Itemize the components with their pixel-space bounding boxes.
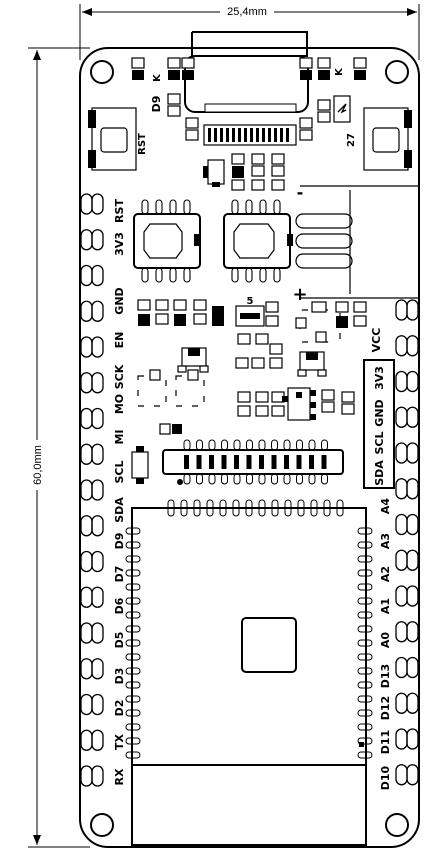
d9-label: D9 (150, 96, 163, 113)
k-label-left: K (152, 73, 163, 82)
chip-right (223, 199, 293, 283)
right-label-d13: D13 (379, 664, 392, 688)
left-header-pin (80, 229, 104, 251)
rst-button-label: RST (137, 133, 148, 155)
left-label-d5: D5 (113, 632, 126, 649)
k-label-right: K (334, 67, 345, 76)
left-header-pin (80, 300, 104, 322)
small-semis (131, 347, 355, 484)
label-5: 5 (247, 296, 254, 307)
right-label-d11: D11 (379, 730, 392, 754)
top-left-led-group: K D9 (131, 57, 195, 117)
left-label-d7: D7 (113, 566, 126, 583)
left-header-pin (80, 658, 104, 680)
left-label-d6: D6 (113, 597, 126, 614)
right-header-pin (395, 513, 419, 536)
right-label-a0: A0 (379, 632, 392, 649)
left-header-pin (80, 586, 104, 608)
right-label-vcc: VCC (370, 328, 383, 353)
right-header-pin (395, 335, 419, 357)
rst-button: RST (88, 107, 148, 171)
right-label-a4: A4 (379, 498, 392, 515)
left-header-pin (80, 693, 104, 716)
left-header-pin (80, 765, 104, 787)
i2c-label-box (363, 359, 395, 489)
left-label-mi: MI (113, 429, 126, 444)
left-label-gnd: GND (113, 287, 126, 314)
right-header-pin (395, 728, 419, 750)
height-label: 60,0mm (32, 445, 44, 485)
left-label-sck: SCK (113, 364, 126, 389)
left-header-pin (80, 264, 104, 287)
left-label-d3: D3 (113, 668, 126, 685)
width-dimension: 25,4mm (79, 4, 420, 60)
left-label-rst: RST (113, 199, 126, 223)
left-label-rx: RX (113, 768, 126, 785)
height-dimension: 60,0mm (28, 47, 90, 848)
left-label-scl: SCL (113, 460, 126, 483)
right-pin-labels: VCC 3V3 GND SCL SDA A4 A3 A2 A1 A0 D13 D… (363, 328, 395, 790)
right-header-pin (395, 406, 419, 428)
right-label-a1: A1 (379, 598, 392, 614)
right-header-pin (395, 370, 419, 393)
right-header-pin (395, 442, 419, 464)
left-label-d9: D9 (113, 533, 126, 550)
right-header (395, 299, 419, 786)
chip-left (133, 199, 201, 283)
right-label-d12: D12 (379, 696, 392, 720)
left-header-pin (80, 729, 104, 751)
right-label-a3: A3 (379, 533, 392, 549)
left-pin-labels: RST 3V3 GND EN SCK MO MI SCL SDA D9 D7 D… (113, 199, 126, 786)
left-label-en: EN (113, 332, 126, 349)
usb-connector (184, 31, 309, 146)
right-label-3v3: 3V3 (373, 366, 386, 390)
right-header-pin (395, 585, 419, 607)
left-header-pin (80, 622, 104, 644)
mid-passives: 5 (137, 296, 367, 369)
left-header-pin (80, 515, 104, 537)
left-header-pin (80, 193, 104, 215)
right-label-sda: SDA (373, 460, 386, 486)
left-header-pin (80, 372, 104, 394)
right-label-scl: SCL (373, 431, 386, 454)
upper-passives (185, 117, 313, 191)
right-header-pin (395, 621, 419, 643)
right-header-pin (395, 299, 419, 321)
right-header-pin (395, 549, 419, 571)
left-label-tx: TX (113, 733, 126, 750)
battery-minus: - (297, 183, 304, 202)
left-label-mo: MO (113, 394, 126, 414)
label-27: 27 (346, 133, 357, 147)
board-outline (79, 47, 420, 848)
width-label: 25,4mm (227, 6, 267, 18)
left-label-d2: D2 (113, 700, 126, 717)
right-label-d10: D10 (379, 765, 392, 790)
top-right-led-group: K (299, 57, 367, 123)
left-header (80, 193, 104, 787)
left-header-pin (80, 407, 104, 430)
battery-plus: + (292, 284, 307, 305)
left-header-pin (80, 443, 104, 465)
right-header-pin (395, 478, 419, 500)
right-header-pin (395, 764, 419, 786)
esp-module (125, 499, 373, 846)
right-label-a2: A2 (379, 566, 392, 582)
right-header-pin (395, 692, 419, 714)
battery-connector: - + (292, 183, 418, 305)
left-header-pin (80, 336, 104, 358)
left-header-pin (80, 550, 104, 573)
left-label-3v3: 3V3 (113, 232, 126, 256)
right-label-gnd: GND (373, 399, 386, 426)
button-27: 27 (346, 107, 412, 171)
fpc-connector (162, 439, 344, 485)
mounting-holes (90, 60, 409, 837)
left-header-pin (80, 479, 104, 501)
right-header-pin (395, 656, 419, 679)
left-label-sda: SDA (113, 497, 126, 523)
